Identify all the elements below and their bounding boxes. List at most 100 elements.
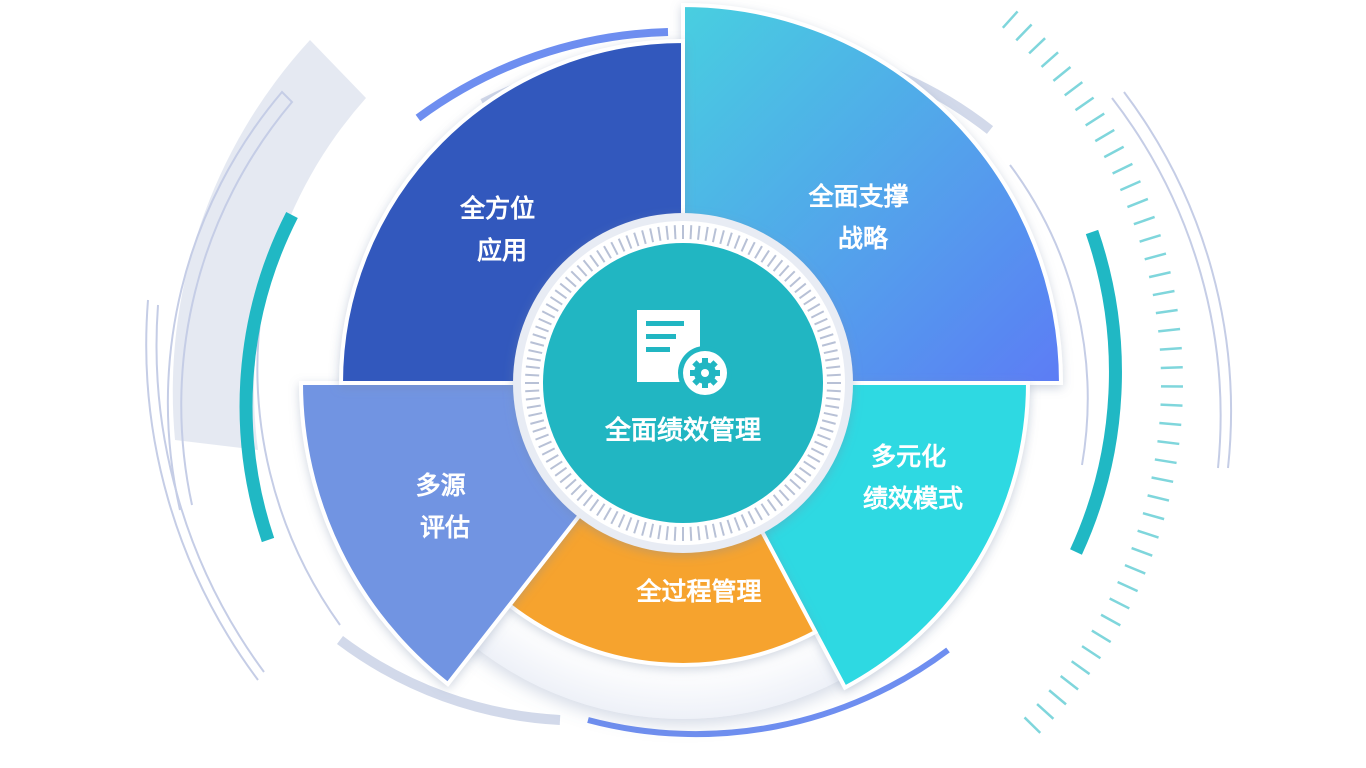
hub-tick — [589, 254, 600, 268]
hub-tick — [525, 397, 540, 401]
hub-tick — [657, 226, 662, 241]
hatch-tick — [1103, 145, 1125, 159]
hub-tick — [740, 514, 749, 528]
hub-tick — [726, 232, 733, 247]
hub-tick — [823, 349, 838, 355]
segment-label-process: 全过程管理 — [635, 577, 761, 606]
hub-tick — [549, 460, 563, 470]
hatch-tick — [1100, 613, 1121, 627]
segment-label-diverse-line-1: 多元化 — [871, 442, 946, 471]
hub-tick — [817, 325, 831, 333]
hatch-tick — [1151, 476, 1174, 484]
hub-tick — [825, 357, 840, 362]
hatch-tick — [1142, 511, 1165, 521]
bottom-blue-arc-outer — [587, 647, 950, 738]
hub-tick — [541, 447, 556, 456]
hatch-tick — [1070, 660, 1091, 676]
hub-tick — [697, 225, 701, 240]
hub-tick — [554, 466, 568, 477]
hub-tick — [823, 411, 838, 417]
hub-tick — [826, 373, 841, 377]
hatch-tick — [1091, 629, 1112, 644]
hatch-tick — [1081, 645, 1102, 660]
hatch-tick — [1160, 403, 1183, 407]
hub-tick — [526, 357, 541, 362]
hub-tick — [760, 249, 770, 263]
hatch-tick — [1137, 529, 1159, 539]
hub-tick — [589, 498, 600, 512]
hub-tick — [530, 341, 545, 347]
center-hub: 全面绩效管理 — [513, 213, 853, 553]
document-gear-icon — [637, 310, 732, 400]
segment-label-diverse: 多元化 绩效模式 — [863, 442, 963, 513]
left-outline-arc-4 — [256, 304, 341, 626]
hub-tick — [582, 494, 594, 507]
hub-tick — [570, 270, 582, 282]
hub-tick — [554, 289, 568, 300]
hatch-tick — [1023, 716, 1042, 734]
hatch-tick — [1109, 597, 1130, 610]
hub-tick — [665, 526, 669, 541]
hub-tick — [545, 303, 559, 312]
hub-tick — [625, 517, 633, 531]
segment-label-strategy: 全面支撑 战略 — [808, 182, 918, 253]
hub-tick — [559, 282, 572, 294]
segment-label-strategy-line-2: 战略 — [838, 224, 889, 253]
hatch-tick — [1126, 197, 1149, 209]
hub-tick — [570, 484, 582, 496]
segment-label-multisource: 多源 评估 — [416, 471, 475, 542]
segment-label-strategy-line-1: 全面支撑 — [808, 182, 909, 211]
hub-tick — [807, 303, 821, 312]
hub-tick — [784, 270, 796, 282]
hub-tick — [673, 225, 677, 240]
hub-tick — [596, 249, 606, 263]
hub-tick — [610, 241, 619, 256]
hatch-tick — [1059, 674, 1079, 691]
hub-tick — [649, 523, 655, 538]
hub-tick — [803, 460, 817, 470]
hub-tick — [719, 230, 725, 245]
hatch-tick — [1133, 215, 1156, 226]
hub-tick — [711, 228, 717, 243]
hub-tick — [549, 296, 563, 306]
hub-tick — [657, 525, 662, 540]
hub-tick — [596, 503, 606, 517]
hatch-tick — [1147, 494, 1170, 502]
hub-tick — [733, 517, 741, 531]
hub-tick — [559, 472, 572, 484]
hub-tick — [789, 276, 802, 288]
hatch-tick — [1157, 440, 1180, 446]
hub-tick — [794, 282, 807, 294]
outer-decoration — [145, 10, 1233, 738]
hub-tick — [649, 228, 655, 243]
hub-tick — [798, 466, 812, 477]
hatch-tick — [1158, 327, 1181, 333]
hatch-tick — [1094, 128, 1115, 143]
hatch-tick — [1159, 421, 1182, 427]
center-label: 全面绩效管理 — [604, 415, 761, 446]
hub-tick — [825, 404, 840, 409]
hub-tick — [740, 238, 749, 252]
hub-tick — [733, 235, 741, 249]
segment-label-allround-line-1: 全方位 — [459, 194, 535, 223]
left-outline-arc-2 — [145, 299, 259, 681]
hub-tick — [810, 310, 825, 319]
hub-tick — [778, 489, 790, 502]
left-pale-block — [172, 40, 366, 450]
hub-tick — [760, 503, 770, 517]
hub-tick — [564, 478, 577, 490]
hub-tick — [530, 419, 545, 425]
hatch-tick — [1154, 458, 1177, 465]
hub-tick — [532, 426, 547, 433]
hub-tick — [603, 507, 612, 521]
hub-tick — [535, 325, 549, 333]
left-outline-arc-3 — [155, 304, 265, 673]
hub-tick — [789, 478, 802, 490]
hatch-tick — [1144, 252, 1167, 261]
hub-tick — [719, 521, 725, 536]
hub-tick — [538, 317, 552, 326]
hub-tick — [625, 235, 633, 249]
hatch-tick — [1015, 23, 1033, 42]
hub-tick — [603, 245, 612, 259]
